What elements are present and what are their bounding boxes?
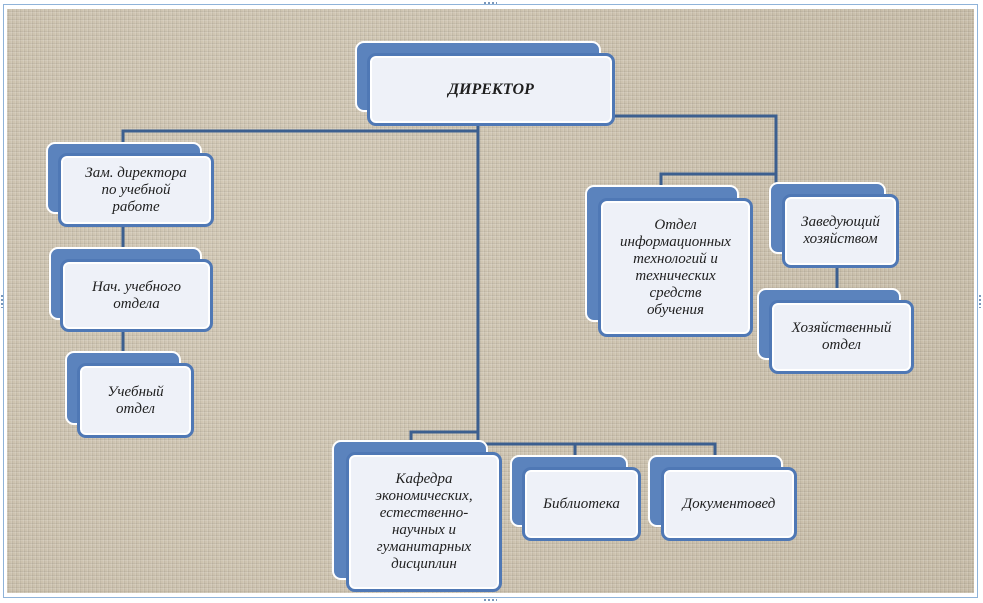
connector-to-department: [409, 430, 480, 445]
node-facilities-dept-label: Хозяйственный отдел: [791, 320, 892, 353]
node-facilities-head: Заведующий хозяйством: [769, 182, 899, 268]
node-director-label: ДИРЕКТОР: [448, 81, 534, 98]
node-it-dept-label: Отдел информационных технологий и технич…: [620, 216, 731, 318]
node-department-label: Кафедра экономических, естественно- науч…: [375, 471, 473, 572]
resize-handle-right[interactable]: [978, 294, 982, 308]
connector-right-branch: [610, 114, 778, 176]
node-head-edu-dept-label: Нач. учебного отдела: [92, 278, 181, 312]
resize-handle-bottom[interactable]: [483, 598, 497, 602]
node-head-edu-dept: Нач. учебного отдела: [49, 247, 213, 332]
connector-bottom-branch: [476, 442, 717, 461]
resize-handle-top[interactable]: [483, 1, 497, 5]
node-library-label: Библиотека: [543, 495, 620, 512]
node-department: Кафедра экономических, естественно- науч…: [332, 440, 502, 592]
node-edu-dept-label: Учебный отдел: [107, 383, 164, 417]
resize-handle-left[interactable]: [0, 294, 4, 308]
node-director: ДИРЕКТОР: [355, 41, 615, 126]
node-edu-dept: Учебный отдел: [65, 351, 194, 438]
node-records-clerk-label: Документовед: [682, 495, 776, 512]
node-facilities-dept: Хозяйственный отдел: [757, 288, 914, 374]
node-library: Библиотека: [510, 455, 641, 541]
node-records-clerk: Документовед: [648, 455, 797, 541]
node-deputy-director-label: Зам. директора по учебной работе: [85, 164, 187, 215]
node-it-dept: Отдел информационных технологий и технич…: [585, 185, 753, 337]
node-deputy-director: Зам. директора по учебной работе: [46, 142, 214, 227]
node-facilities-head-label: Заведующий хозяйством: [801, 214, 880, 247]
